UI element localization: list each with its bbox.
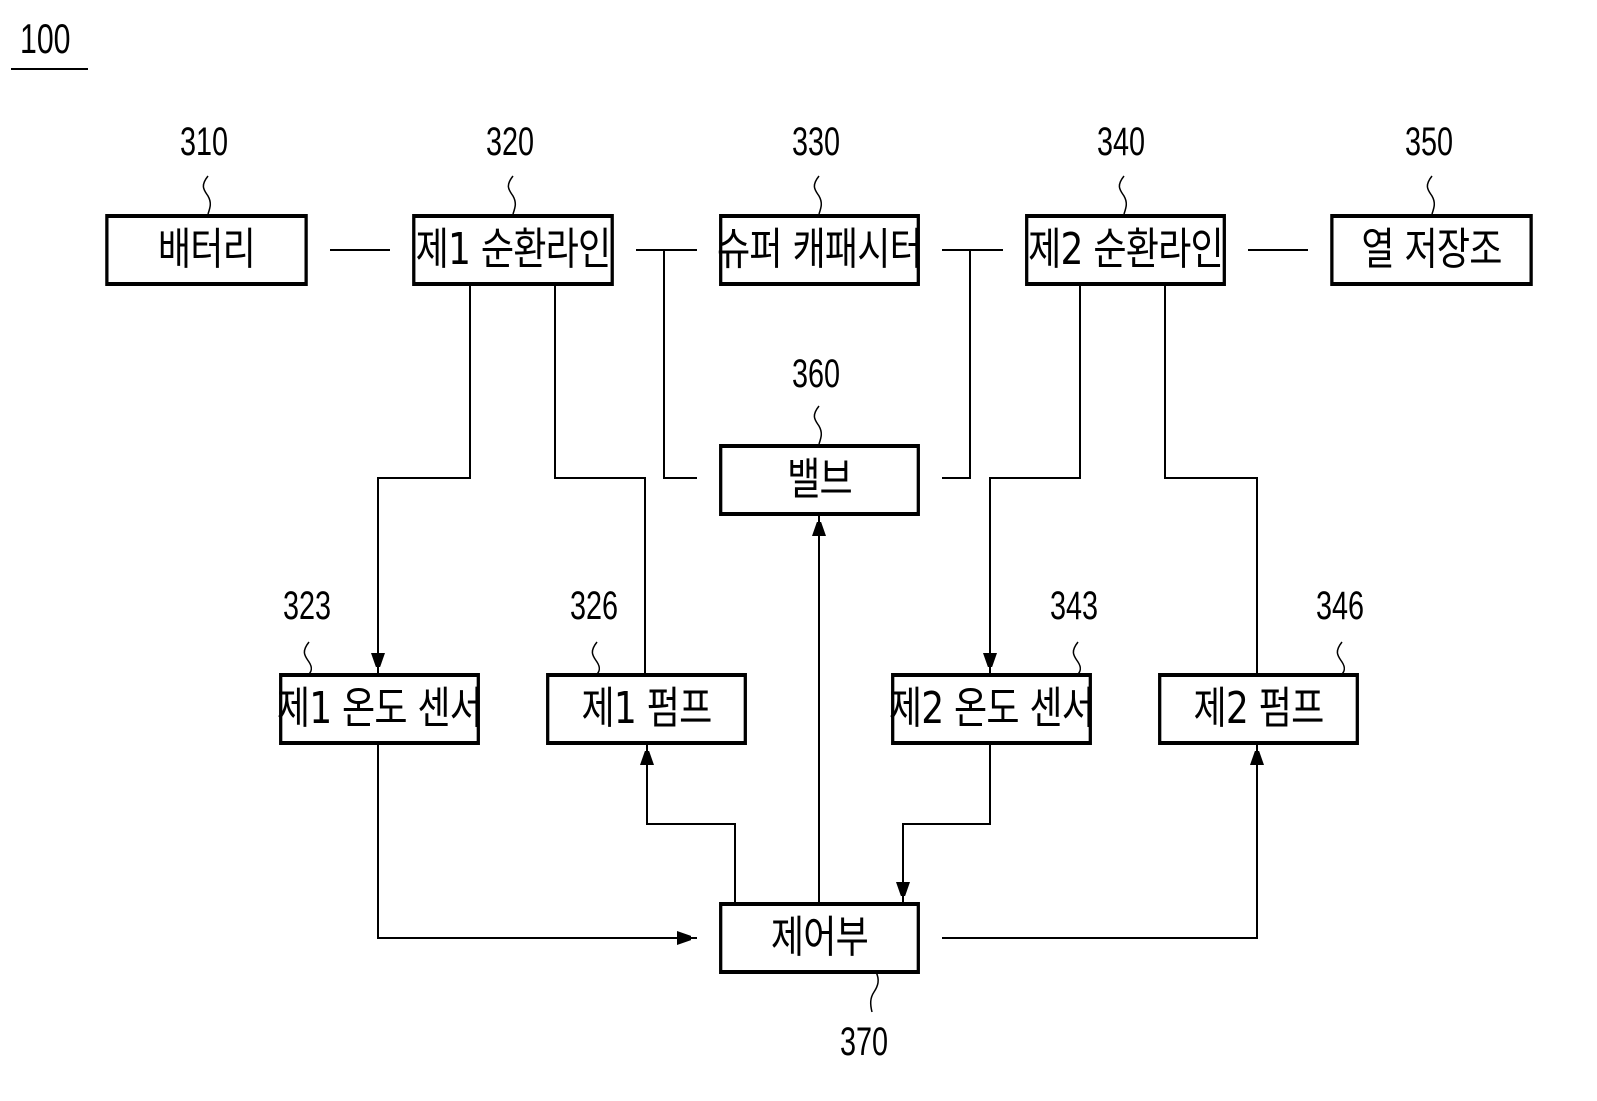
first-temperature-sensor-label: 제1 온도 센서 [276,683,483,734]
leader-323 [303,641,313,675]
leader-346 [1336,641,1346,675]
heat-storage-tank-label: 열 저장조 [1361,224,1502,275]
arrow-line1-sensor1 [378,286,471,673]
heat-storage-tank-block[interactable]: 열 저장조 [1330,214,1533,286]
ref-343: 343 [1050,584,1099,628]
ref-370: 370 [840,1020,889,1064]
ref-330: 330 [792,120,841,164]
ref-310: 310 [180,120,229,164]
supercapacitor-block[interactable]: 슈퍼 캐패시터 [717,214,923,286]
second-circulation-line-block[interactable]: 제2 순환라인 [1025,214,1226,286]
arrow-sensor2-controller [903,745,991,902]
ref-340: 340 [1097,120,1146,164]
ref-346: 346 [1316,584,1365,628]
leader-370 [869,971,879,1013]
figure-label-underline [11,68,88,70]
controller-label: 제어부 [770,912,869,963]
figure-label: 100 [20,15,71,62]
second-temperature-sensor-label: 제2 온도 센서 [888,683,1095,734]
valve-label: 밸브 [787,454,853,505]
leader-350 [1426,175,1436,215]
link-line2-valve [942,250,971,479]
first-temperature-sensor-block[interactable]: 제1 온도 센서 [276,673,483,745]
first-pump-block[interactable]: 제1 펌프 [546,673,747,745]
valve-block[interactable]: 밸브 [719,444,920,516]
second-circulation-line-label: 제2 순환라인 [1028,224,1223,275]
leader-310 [202,175,212,215]
leader-326 [591,641,601,675]
leader-360 [813,405,823,445]
arrow-controller-pump1 [647,745,736,902]
ref-320: 320 [486,120,535,164]
first-pump-label: 제1 펌프 [581,683,713,734]
supercapacitor-label: 슈퍼 캐패시터 [717,224,923,275]
arrow-controller-pump2 [942,745,1257,939]
arrow-sensor1-controller [377,745,697,938]
first-circulation-line-block[interactable]: 제1 순환라인 [412,214,614,286]
controller-block[interactable]: 제어부 [719,902,920,974]
arrow-line2-sensor2 [990,286,1081,673]
second-temperature-sensor-block[interactable]: 제2 온도 센서 [888,673,1095,745]
leader-340 [1118,175,1128,215]
leader-320 [507,175,517,215]
second-pump-block[interactable]: 제2 펌프 [1158,673,1359,745]
ref-323: 323 [283,584,332,628]
first-circulation-line-label: 제1 순환라인 [415,224,611,275]
battery-block[interactable]: 배터리 [105,214,308,286]
leader-330 [813,175,823,215]
link-line1-pump1 [554,286,646,673]
ref-360: 360 [792,352,841,396]
ref-350: 350 [1405,120,1454,164]
battery-label: 배터리 [157,224,256,275]
link-line2-pump2 [1164,286,1258,673]
link-line1-valve [663,250,697,479]
second-pump-label: 제2 펌프 [1193,683,1325,734]
leader-343 [1072,641,1082,675]
ref-326: 326 [570,584,619,628]
